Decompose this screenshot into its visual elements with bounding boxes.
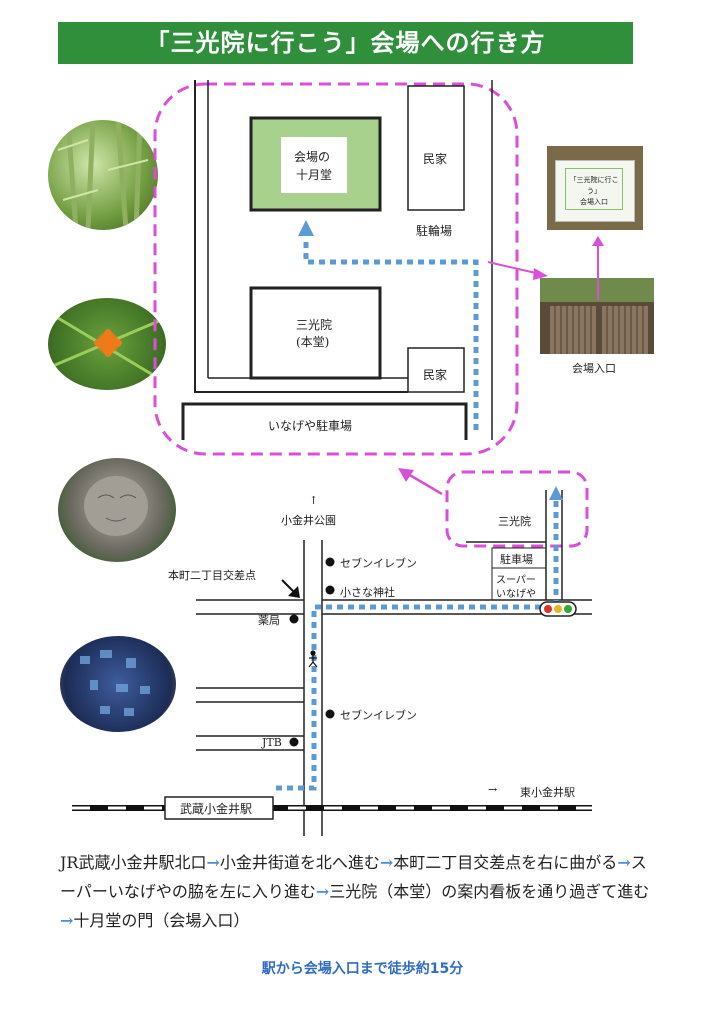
mosaic-illustration [80,650,150,716]
parking-lot [181,402,468,440]
super-label-1: スーパー [496,575,536,586]
station-label: 武蔵小金井駅 [180,802,253,816]
sankoin-hondo-label-2: (本堂) [296,335,330,349]
direction-step: 小金井街道を北へ進む [219,853,380,872]
mosaic-photo [60,636,176,732]
detail-road-west [194,80,408,393]
sankoin-hondo-building [249,286,382,380]
park-label: 小金井公園 [281,514,336,527]
seven-eleven-2-marker [325,709,335,719]
east-arrow: → [488,783,498,796]
direction-arrow: → [60,911,74,930]
pharmacy-marker [289,614,299,624]
shrine-marker [325,585,335,595]
route-area [276,500,559,791]
parking2-label: 駐車場 [500,553,533,566]
direction-step: 三光院（本堂）の案内看板を通り過ぎて進む [329,882,650,901]
minka-top-building [407,85,465,211]
direction-step: 十月堂の門（会場入口） [73,911,250,930]
bamboo-photo [48,120,158,230]
intersection-pointer-head [288,586,300,598]
station-box [164,796,274,820]
walking-time: 駅から会場入口まで徒歩約15分 [261,961,464,977]
entrance-caption: 会場入口 [572,362,616,375]
walker-icon [308,650,318,668]
stone-statue-photo [58,458,176,562]
minka-bottom-building [407,347,465,393]
page-title: 「三光院に行こう」会場への行き方 [58,22,633,64]
jtb-marker [289,737,299,747]
direction-arrow: → [315,882,330,901]
intersection-label: 本町二丁目交差点 [168,569,256,582]
directions-text: JR武蔵小金井駅北口→小金井街道を北へ進む→本町二丁目交差点を右に曲がる→スーパ… [60,848,660,935]
venue-label-1: 会場の [294,150,331,164]
sign-line-1: 「三光院に行こう」 [569,176,619,195]
sankoin-area-outline [445,470,589,548]
churinjo-label: 駐輪場 [416,224,453,238]
minka-bottom-label: 民家 [423,368,448,382]
venue-label-box [281,137,347,193]
sankoin-hondo-label-1: 三光院 [296,318,333,332]
seven-eleven-1-marker [325,557,335,567]
sign-pointer-head [592,236,604,246]
jtb-label: JTB [262,736,282,749]
route-area-arrow-head [549,486,563,500]
bamboo-illustration [57,120,149,230]
gate-photo [540,278,654,354]
super-label-2: いなげや [496,589,536,600]
flower-photo [48,298,166,390]
sign-line-2: 会場入口 [580,198,608,206]
entrance-sign-photo: 「三光院に行こう」 会場入口 [547,146,643,230]
entrance-pointer-head [533,268,548,280]
seven-eleven-1-label: セブンイレブン [340,557,417,570]
super-inageya-building [491,547,547,601]
route-detail [303,238,479,430]
flower-illustration [48,316,166,380]
traffic-light-yellow [554,605,562,613]
shrine-label: 小さな神社 [340,586,395,599]
east-station-label: 東小金井駅 [520,786,575,799]
direction-arrow: → [379,853,394,872]
traffic-light-red [544,605,552,613]
direction-step: JR武蔵小金井駅北口 [60,853,207,872]
seven-eleven-2-label: セブンイレブン [340,709,417,722]
zoom-pointer-head [398,468,414,482]
route-arrow-head [298,220,314,236]
parking-label: いなげや駐車場 [268,419,353,433]
sankoin-label: 三光院 [498,515,531,528]
entrance-pointer-line [487,261,541,275]
park-arrow: ↑ [309,494,319,507]
zoom-pointer-line [407,472,443,496]
venue-label-2: 十月堂 [296,168,333,182]
traffic-light-green [564,605,572,613]
direction-step: 本町二丁目交差点を右に曲がる [393,853,618,872]
direction-arrow: → [206,853,220,872]
direction-step: スーパーいなげやの脇を左に入り進む [60,853,647,901]
minka-top-label: 民家 [423,152,448,166]
pharmacy-label: 薬局 [258,614,280,627]
statue-illustration [84,476,148,536]
direction-arrow: → [617,853,631,872]
